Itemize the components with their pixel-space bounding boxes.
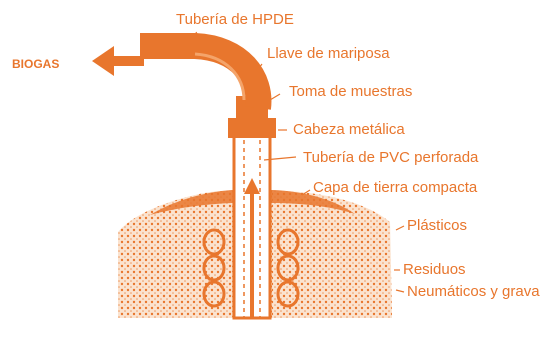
soil-cap-label: Capa de tierra compacta: [313, 179, 478, 196]
plastics-label: Plásticos: [407, 217, 468, 234]
leader-lines: [195, 31, 405, 293]
waste-label: Residuos: [403, 261, 466, 278]
hpde-pipe-label: Tubería de HPDE: [176, 11, 294, 28]
metal-head: [228, 118, 276, 138]
tire-gravel-pack: [202, 228, 300, 308]
biogas-label: BIOGAS: [12, 57, 60, 71]
hpde-pipe: [140, 33, 272, 110]
metal-head-label: Cabeza metálica: [293, 121, 405, 138]
sample-port-label: Toma de muestras: [289, 83, 413, 100]
pvc-pipe: [232, 134, 272, 320]
pvc-pipe-label: Tubería de PVC perforada: [303, 149, 479, 166]
butterfly-valve-label: Llave de mariposa: [267, 45, 390, 62]
biogas-arrow: [92, 46, 144, 76]
tires-gravel-label: Neumáticos y grava: [407, 283, 540, 300]
